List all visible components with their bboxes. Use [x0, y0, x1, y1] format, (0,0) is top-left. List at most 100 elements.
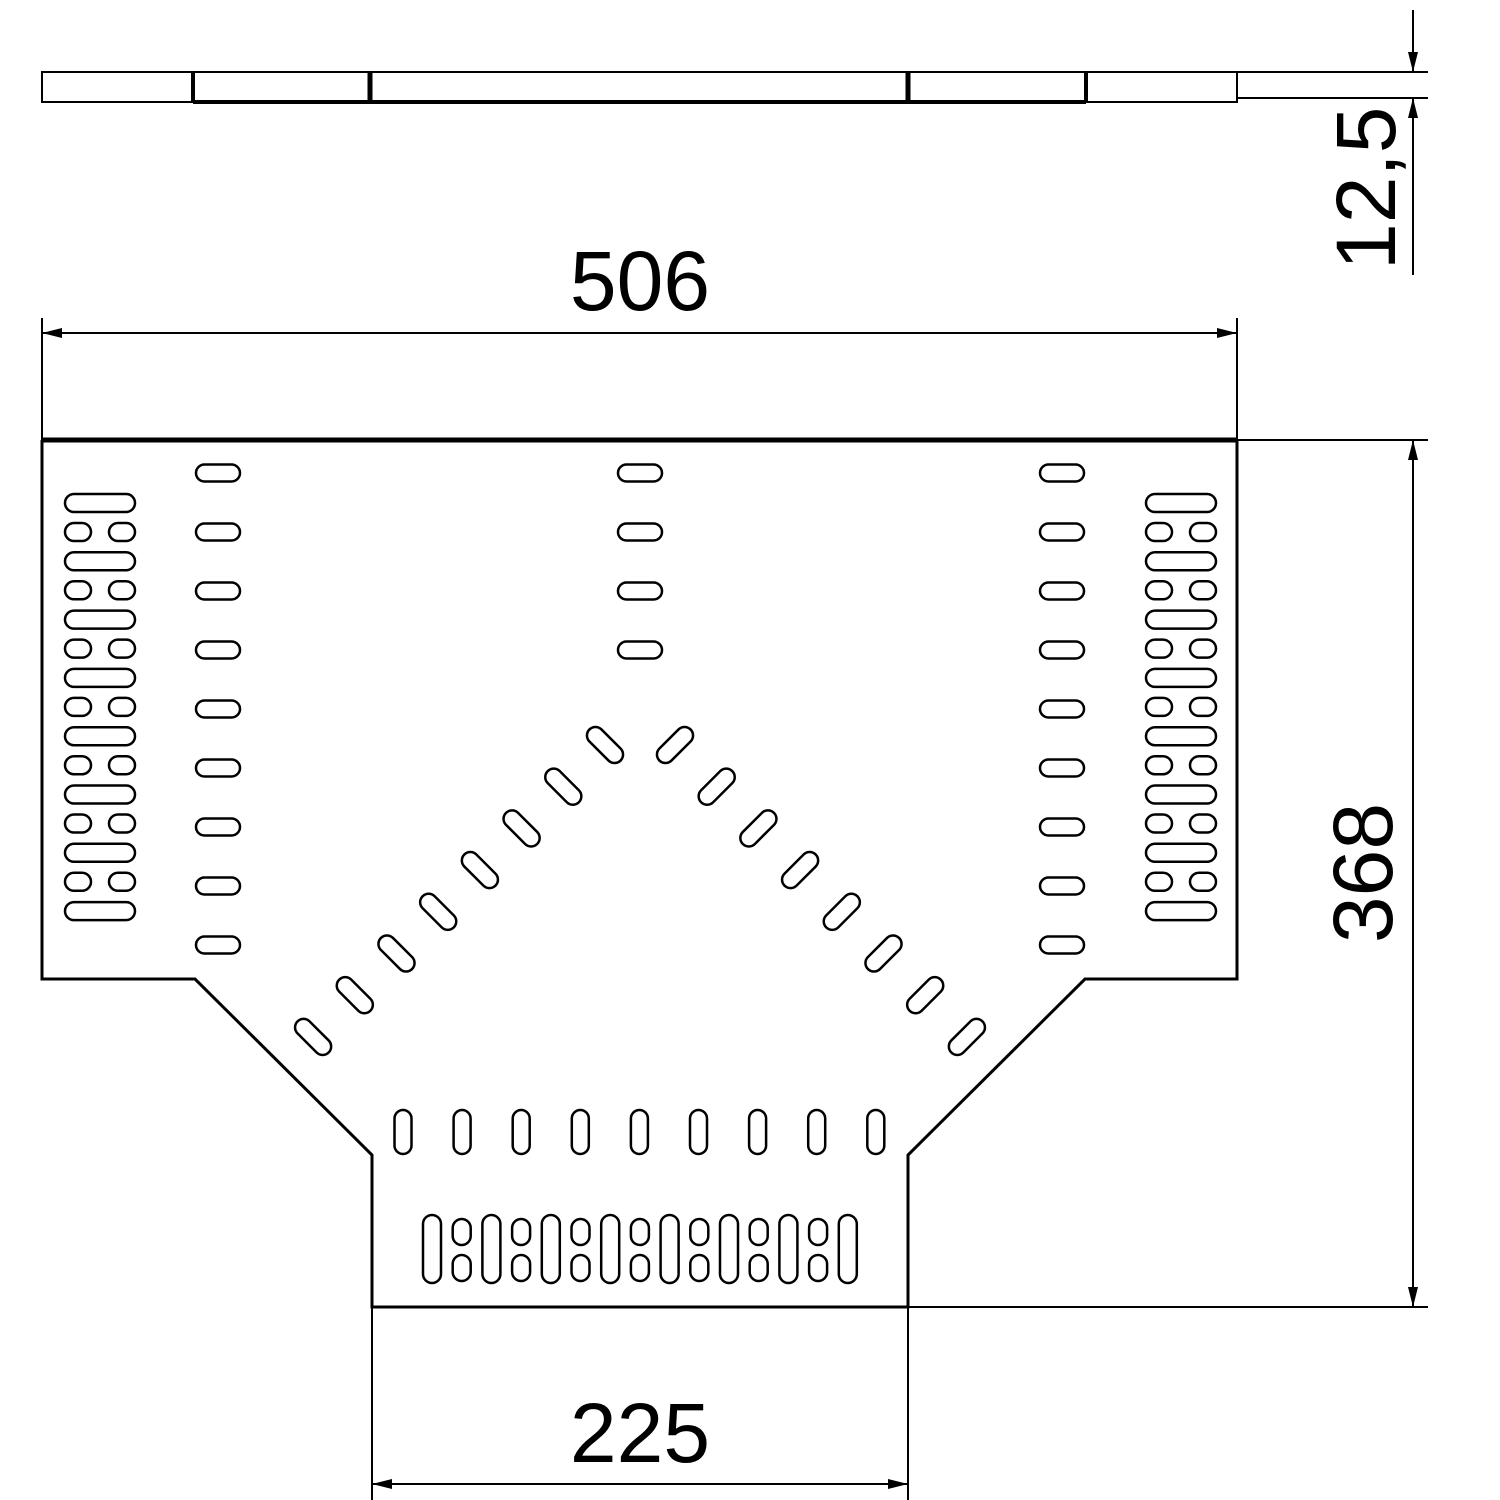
- long-slot: [718, 1213, 740, 1285]
- slot: [747, 1108, 768, 1156]
- long-slot: [63, 667, 137, 689]
- short-slot: [1144, 696, 1174, 718]
- short-slot: [689, 1253, 710, 1283]
- slot: [1038, 758, 1086, 778]
- long-slot: [481, 1213, 502, 1285]
- short-slot: [63, 754, 93, 776]
- long-slot: [1144, 492, 1218, 514]
- long-slot: [421, 1213, 443, 1285]
- short-slot: [63, 813, 93, 834]
- diagonal-slot: [780, 850, 820, 890]
- diagonal-slot: [585, 725, 625, 765]
- diagonal-slot: [739, 809, 778, 848]
- long-slot: [837, 1213, 859, 1285]
- short-slot: [63, 580, 93, 601]
- diagonal-slot: [697, 767, 736, 806]
- slot: [616, 581, 664, 601]
- short-slot: [807, 1217, 829, 1247]
- slot: [866, 1108, 886, 1156]
- tee-outline: [40, 440, 1239, 1309]
- slot: [1038, 463, 1086, 483]
- slot: [570, 1108, 591, 1156]
- short-slot: [1188, 521, 1218, 543]
- short-slot: [107, 580, 137, 601]
- short-slot: [1144, 638, 1174, 659]
- side-view: [41, 71, 1238, 104]
- slot: [806, 1108, 827, 1156]
- short-slot: [1144, 813, 1174, 834]
- diagonal-slot: [947, 1017, 987, 1057]
- short-slot: [1144, 871, 1174, 893]
- slot: [1038, 876, 1086, 896]
- long-slot: [1144, 842, 1218, 864]
- short-slot: [807, 1253, 829, 1283]
- slot: [194, 876, 242, 896]
- long-slot: [63, 492, 137, 514]
- width-dimension: [41, 318, 1238, 440]
- slot: [616, 522, 664, 542]
- short-slot: [1188, 580, 1218, 601]
- long-slot: [1144, 667, 1218, 689]
- short-slot: [510, 1253, 532, 1283]
- short-slot: [1188, 696, 1218, 718]
- short-slot: [63, 696, 93, 718]
- long-slot: [1144, 725, 1218, 747]
- diagonal-slot: [418, 892, 458, 932]
- diagonal-slot: [293, 1017, 333, 1057]
- short-slot: [451, 1253, 472, 1283]
- slot: [194, 935, 242, 955]
- short-slot: [748, 1217, 769, 1247]
- slot: [194, 758, 242, 778]
- short-slot: [570, 1217, 591, 1247]
- long-slot: [63, 842, 137, 864]
- short-slot: [629, 1217, 651, 1247]
- long-slot: [1144, 609, 1218, 630]
- short-slot: [1188, 754, 1218, 776]
- slot: [1038, 640, 1086, 660]
- slot: [616, 640, 664, 660]
- short-slot: [63, 521, 93, 543]
- diagonal-slot: [460, 850, 500, 890]
- long-slot: [63, 551, 137, 572]
- thickness-dimension: [1237, 10, 1428, 275]
- short-slot: [1188, 638, 1218, 659]
- long-slot: [659, 1213, 680, 1285]
- slot: [194, 817, 242, 837]
- short-slot: [63, 871, 93, 893]
- long-slot: [599, 1213, 621, 1285]
- short-slot: [451, 1217, 472, 1247]
- diagonal-slot: [335, 975, 375, 1015]
- slot: [1038, 522, 1086, 542]
- long-slot: [63, 900, 137, 922]
- slot: [1038, 935, 1086, 955]
- diagonal-slot: [822, 892, 862, 932]
- long-slot: [1144, 551, 1218, 572]
- slot: [1038, 581, 1086, 601]
- slot-perforations: [63, 463, 1218, 1285]
- long-slot: [540, 1213, 562, 1285]
- short-slot: [748, 1253, 769, 1283]
- diagonal-slot: [905, 975, 945, 1015]
- short-slot: [107, 638, 137, 659]
- outlet-width-dimension: [371, 1307, 909, 1500]
- slot: [194, 640, 242, 660]
- short-slot: [107, 871, 137, 893]
- short-slot: [107, 696, 137, 718]
- slot: [194, 699, 242, 719]
- short-slot: [1144, 521, 1174, 543]
- short-slot: [1188, 813, 1218, 834]
- short-slot: [1144, 754, 1174, 776]
- short-slot: [107, 754, 137, 776]
- diagonal-slot: [864, 934, 903, 973]
- diagonal-slot: [502, 809, 541, 848]
- width-label: 506: [570, 234, 710, 328]
- short-slot: [1188, 871, 1218, 893]
- slot: [1038, 817, 1086, 837]
- slot: [194, 522, 242, 542]
- slot: [688, 1108, 709, 1156]
- slot: [194, 463, 242, 483]
- long-slot: [63, 609, 137, 630]
- short-slot: [1144, 580, 1174, 601]
- short-slot: [629, 1253, 651, 1283]
- slot: [194, 581, 242, 601]
